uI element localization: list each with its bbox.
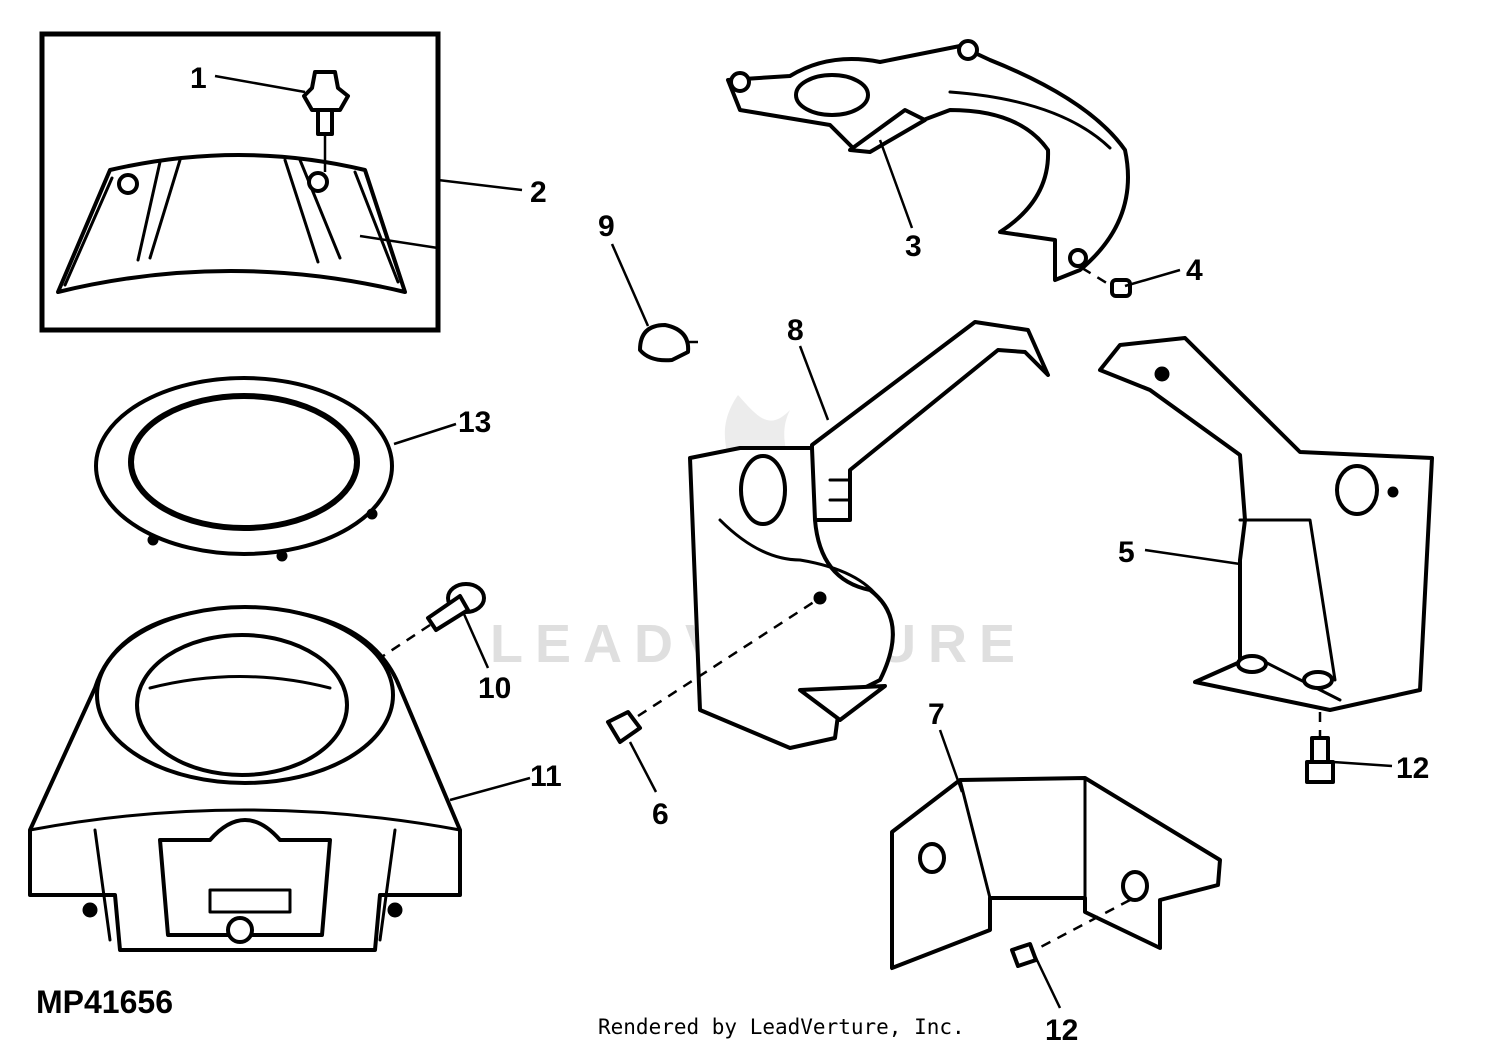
figure-id: MP41656 [36,984,173,1020]
right-cylinder-shield [1098,336,1434,738]
callout-4: 4 [1186,254,1203,287]
credit-line: Rendered by LeadVerture, Inc. [598,1015,965,1039]
callout-3: 3 [905,230,922,263]
leader-lines [214,74,1393,1009]
callout-7: 7 [928,698,945,731]
callout-6: 6 [652,798,669,831]
callouts: 1 2 3 4 5 6 7 8 9 10 11 12 12 13 [190,62,1429,1047]
lower-shield [890,776,1222,970]
wire-clip [638,323,698,363]
callout-12-right: 12 [1396,752,1429,785]
shield-bolt-right [1305,736,1335,784]
callout-5: 5 [1118,536,1135,569]
inset-box [39,31,441,333]
callout-11: 11 [530,760,562,793]
baffle-screw [1081,266,1132,298]
callout-1: 1 [190,62,207,95]
callout-8: 8 [787,314,804,347]
cover-screw [302,70,350,172]
left-cylinder-shield [688,320,1050,750]
callout-9: 9 [598,210,615,243]
gasket-ring [94,376,394,562]
shoulder-bolt [379,582,486,660]
air-cleaner-cover [56,153,407,294]
blower-housing [28,605,462,952]
lower-shield-bolt [1010,942,1038,968]
callout-13: 13 [458,406,491,439]
shield-bolt-left [606,596,821,744]
upper-baffle [726,39,1130,282]
callout-12-bottom: 12 [1045,1014,1078,1047]
callout-2: 2 [530,176,547,209]
callout-10: 10 [478,672,511,705]
